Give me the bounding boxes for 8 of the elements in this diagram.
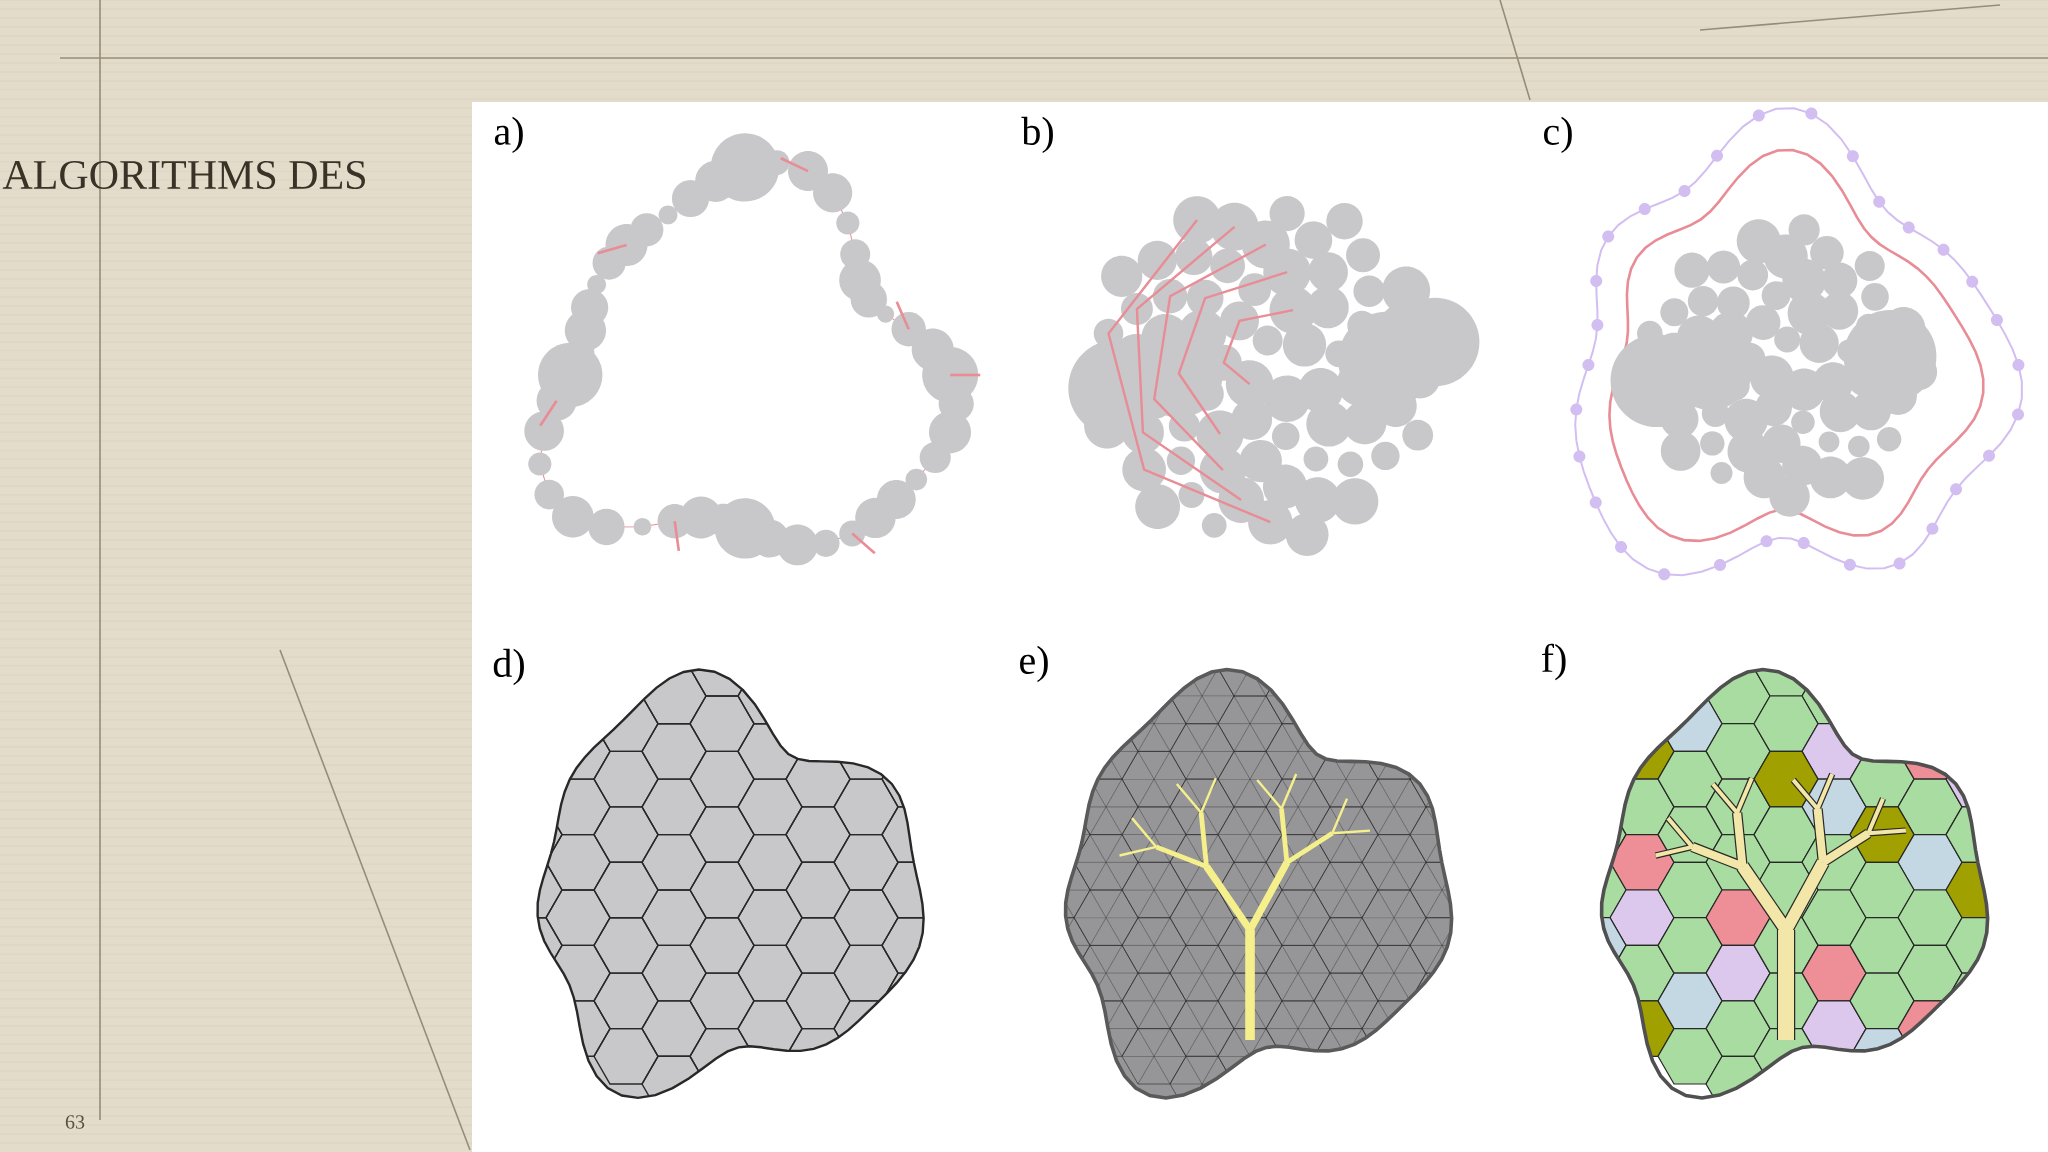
panel-label: f) <box>1541 643 1566 681</box>
panel-label: e) <box>1020 645 1048 683</box>
page-number: 63 <box>65 1115 85 1129</box>
panel-label: b) <box>1021 116 1053 154</box>
panel-label: a) <box>494 116 523 154</box>
slide-title: ALGORITHMS DES <box>2 160 365 190</box>
panel-label: d) <box>493 648 524 686</box>
panel-label: c) <box>1544 116 1572 154</box>
